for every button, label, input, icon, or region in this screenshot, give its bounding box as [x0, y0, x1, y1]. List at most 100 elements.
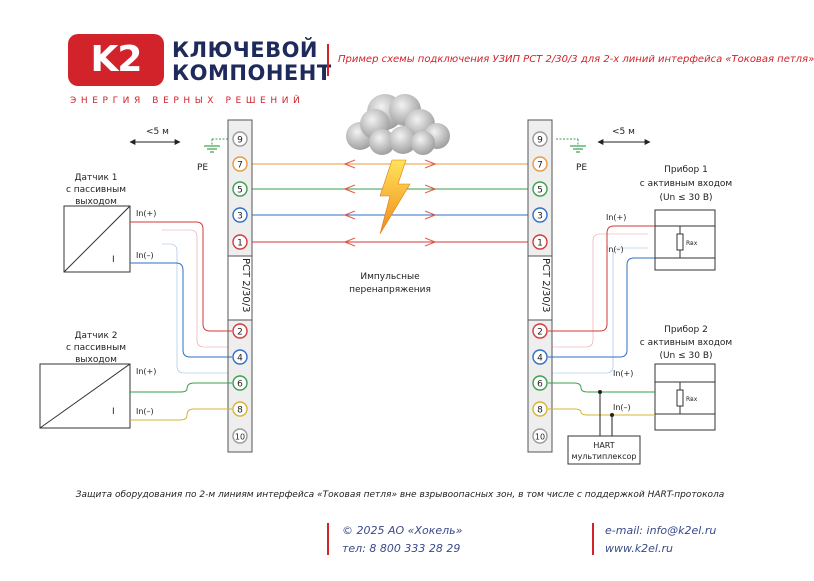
sensor-1-subtitle2: выходом	[75, 197, 117, 207]
wire-sensor1-plus-in	[162, 229, 228, 348]
terminal-number: 6	[237, 380, 243, 390]
device-2-subtitle: с активным входом	[640, 338, 732, 348]
terminal-10-right: 10	[532, 428, 548, 444]
wire-device2-plus	[548, 382, 655, 393]
lightning-bolt-icon	[379, 159, 411, 235]
terminal-number: 6	[537, 380, 543, 390]
distance-marker-left: <5 м	[129, 127, 181, 145]
device-1-voltage: (Un ≤ 30 В)	[659, 193, 712, 203]
device-label-left: РСТ 2/30/3	[240, 258, 251, 313]
terminals-left: 9 7 5 3 1 2 4 6 8 10	[232, 131, 248, 444]
brand-name-line2: КОМПОНЕНТ	[172, 61, 332, 85]
terminal-number: 1	[537, 239, 543, 249]
sensor-2-subtitle: с пассивным	[66, 343, 126, 353]
distance-marker-right: <5 м	[597, 127, 651, 145]
k2-logo: K2	[68, 34, 164, 86]
terminal-number: 7	[537, 161, 543, 171]
terminal-number: 9	[537, 136, 543, 146]
sensor-2-in-plus: In(+)	[136, 367, 156, 376]
device-2-title: Прибор 2	[664, 325, 708, 335]
ground-pe-right: PE	[556, 138, 587, 173]
surge-protector-right: РСТ 2/30/3 9 7 5 3 1 2 4 6 8 10	[527, 119, 553, 453]
terminal-2-left: 2	[232, 323, 248, 339]
hart-multiplexer: HART мультиплексор	[567, 390, 641, 465]
wire-device1-plus-in	[552, 233, 648, 348]
sensor-1: Датчик 1 с пассивным выходом I In(+) In(…	[63, 173, 162, 273]
terminal-number: 10	[235, 433, 245, 442]
terminal-4-left: 4	[232, 349, 248, 365]
terminal-3-left: 3	[232, 207, 248, 223]
sensor-2-symbol: I	[112, 407, 115, 417]
wire-sensor2-minus	[130, 408, 232, 421]
device-2-resistor: Rвх	[686, 396, 698, 403]
surge-label-line2: перенапряжения	[349, 285, 431, 295]
terminal-number: 3	[537, 212, 543, 222]
device-1: Прибор 1 с активным входом (Un ≤ 30 В) R…	[606, 165, 732, 271]
terminal-number: 8	[237, 406, 243, 416]
diagram-caption: Защита оборудования по 2-м линиям интерф…	[76, 490, 725, 500]
sensor-2-in-minus: In(–)	[136, 407, 154, 416]
device-1-resistor: Rвх	[686, 240, 698, 247]
footer-copyright: © 2025 АО «Хокель»	[342, 524, 463, 537]
terminal-3-right: 3	[532, 207, 548, 223]
terminal-number: 5	[237, 186, 243, 196]
terminal-number: 3	[237, 212, 243, 222]
terminal-4-right: 4	[532, 349, 548, 365]
surge-label-line1: Импульсные	[360, 272, 420, 282]
device-1-in-plus: In(+)	[606, 213, 626, 222]
footer-email[interactable]: e-mail: info@k2el.ru	[605, 524, 717, 537]
ground-pe-left: PE	[197, 138, 228, 173]
wire-sensor2-plus	[130, 382, 232, 393]
surge-protector-left: РСТ 2/30/3 9 7 5 3 1 2 4 6 8 10	[227, 119, 253, 453]
wire-device1-plus	[548, 225, 655, 332]
footer-divider-left	[327, 523, 329, 555]
terminal-number: 4	[237, 354, 243, 364]
distance-label-right: <5 м	[612, 127, 635, 137]
terminal-number: 9	[237, 136, 243, 146]
surge-arrows	[343, 159, 437, 247]
device-2-voltage: (Un ≤ 30 В)	[659, 351, 712, 361]
wire-device1-minus	[548, 257, 655, 358]
terminal-8-left: 8	[232, 401, 248, 417]
sensor-2-title: Датчик 2	[75, 331, 118, 341]
wire-sensor1-plus	[162, 221, 232, 332]
terminal-number: 10	[535, 433, 545, 442]
terminal-number: 2	[237, 328, 243, 338]
footer-divider-right	[592, 523, 594, 555]
header-divider	[327, 44, 329, 76]
sensor-1-symbol: I	[112, 255, 115, 265]
device-2-in-minus: In(–)	[613, 403, 631, 412]
terminal-2-right: 2	[532, 323, 548, 339]
device-1-title: Прибор 1	[664, 165, 708, 175]
wire-sensor1-minus-in	[162, 243, 228, 374]
terminal-9-right: 9	[532, 131, 548, 147]
terminal-number: 5	[537, 186, 543, 196]
terminal-7-left: 7	[232, 156, 248, 172]
footer-phone: тел: 8 800 333 28 29	[342, 542, 461, 555]
sensor-1-title: Датчик 1	[75, 173, 118, 183]
sensor-1-in-plus: In(+)	[136, 209, 156, 218]
pe-label-right: PE	[576, 163, 587, 173]
brand-tagline: ЭНЕРГИЯ ВЕРНЫХ РЕШЕНИЙ	[70, 96, 305, 106]
hart-label-line1: HART	[593, 441, 614, 450]
terminal-5-right: 5	[532, 181, 548, 197]
device-label-right: РСТ 2/30/3	[540, 258, 551, 313]
terminal-number: 1	[237, 239, 243, 249]
distance-label-left: <5 м	[146, 127, 169, 137]
terminal-number: 4	[537, 354, 543, 364]
wire-device1-minus-in	[552, 247, 648, 374]
sensor-1-in-minus: In(–)	[136, 251, 154, 260]
terminal-number: 2	[537, 328, 543, 338]
terminal-7-right: 7	[532, 156, 548, 172]
terminal-8-right: 8	[532, 401, 548, 417]
terminal-10-left: 10	[232, 428, 248, 444]
sensor-2-subtitle2: выходом	[75, 355, 117, 365]
brand-name-line1: КЛЮЧЕВОЙ	[172, 38, 319, 62]
storm-cloud-icon	[346, 94, 450, 155]
device-2-in-plus: In(+)	[613, 369, 633, 378]
sensor-2: Датчик 2 с пассивным выходом I In(+) In(…	[39, 331, 156, 429]
sensor-1-subtitle: с пассивным	[66, 185, 126, 195]
footer-website[interactable]: www.k2el.ru	[605, 542, 673, 555]
